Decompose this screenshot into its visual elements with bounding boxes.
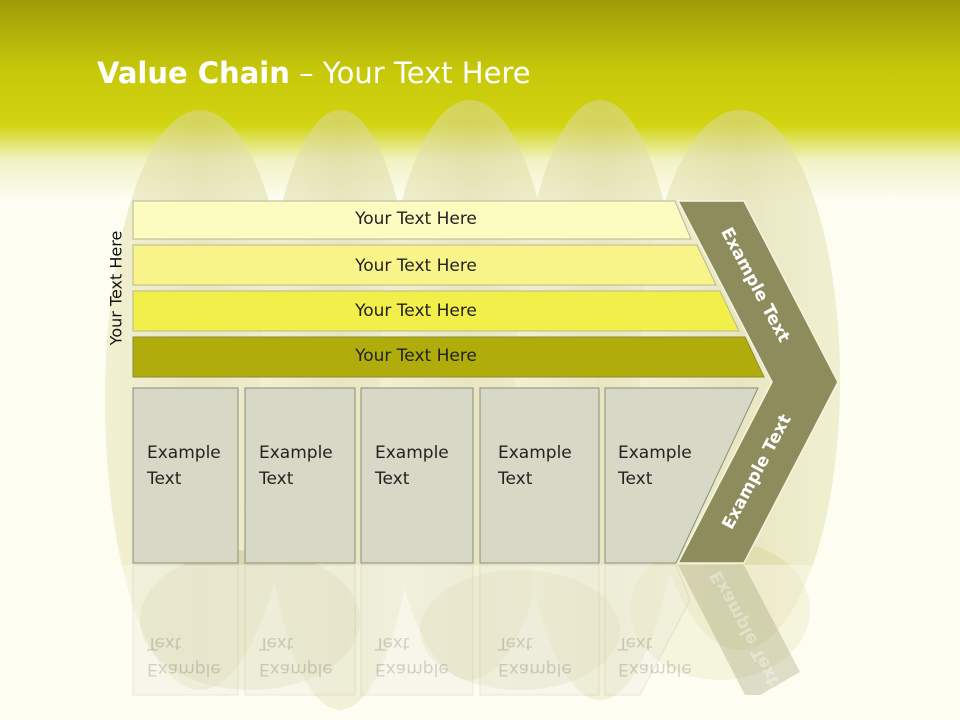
bar-2-shape <box>132 244 717 286</box>
bar-1-shape <box>132 200 692 240</box>
bar-label-4: Your Text Here <box>355 346 477 366</box>
title-bold: Value Chain <box>97 56 290 90</box>
box-3-shape <box>360 387 474 564</box>
box-4-shape <box>479 387 600 564</box>
reflection <box>132 564 800 696</box>
title-rest: – Your Text Here <box>289 56 531 90</box>
bar-3-shape <box>132 290 740 332</box>
bar-label-3: Your Text Here <box>355 301 477 321</box>
box-2-shape <box>244 387 356 564</box>
bar-4-shape <box>132 336 765 378</box>
chevron-shape <box>676 200 839 564</box>
page-title: Value Chain – Your Text Here <box>97 56 531 90</box>
box-5-shape <box>604 387 759 564</box>
bar-label-2: Your Text Here <box>355 256 477 276</box>
side-label: Your Text Here <box>106 230 126 346</box>
box-1-shape <box>132 387 239 564</box>
bar-label-1: Your Text Here <box>355 209 477 229</box>
